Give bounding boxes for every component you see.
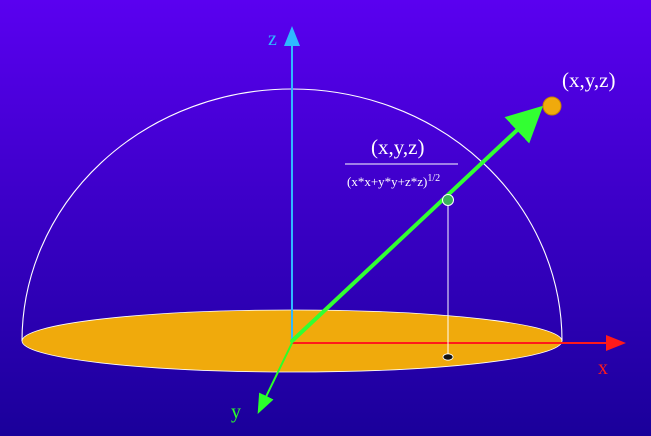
position-vector-arrow	[290, 105, 544, 343]
x-axis-label: x	[598, 357, 608, 379]
y-axis	[257, 342, 293, 415]
formula-denominator: (x*x+y*y+z*z)1/2	[347, 173, 440, 189]
projection-point	[442, 353, 454, 361]
formula-denominator-exponent: 1/2	[427, 173, 440, 184]
point-marker	[542, 96, 562, 116]
formula-numerator: (x,y,z)	[371, 135, 424, 159]
unit-vector-point	[442, 194, 454, 206]
point-label: (x,y,z)	[562, 68, 615, 92]
formula-denominator-base: (x*x+y*y+z*z)	[347, 174, 427, 189]
z-axis-label: z	[268, 28, 277, 50]
y-axis-label: y	[231, 401, 241, 423]
